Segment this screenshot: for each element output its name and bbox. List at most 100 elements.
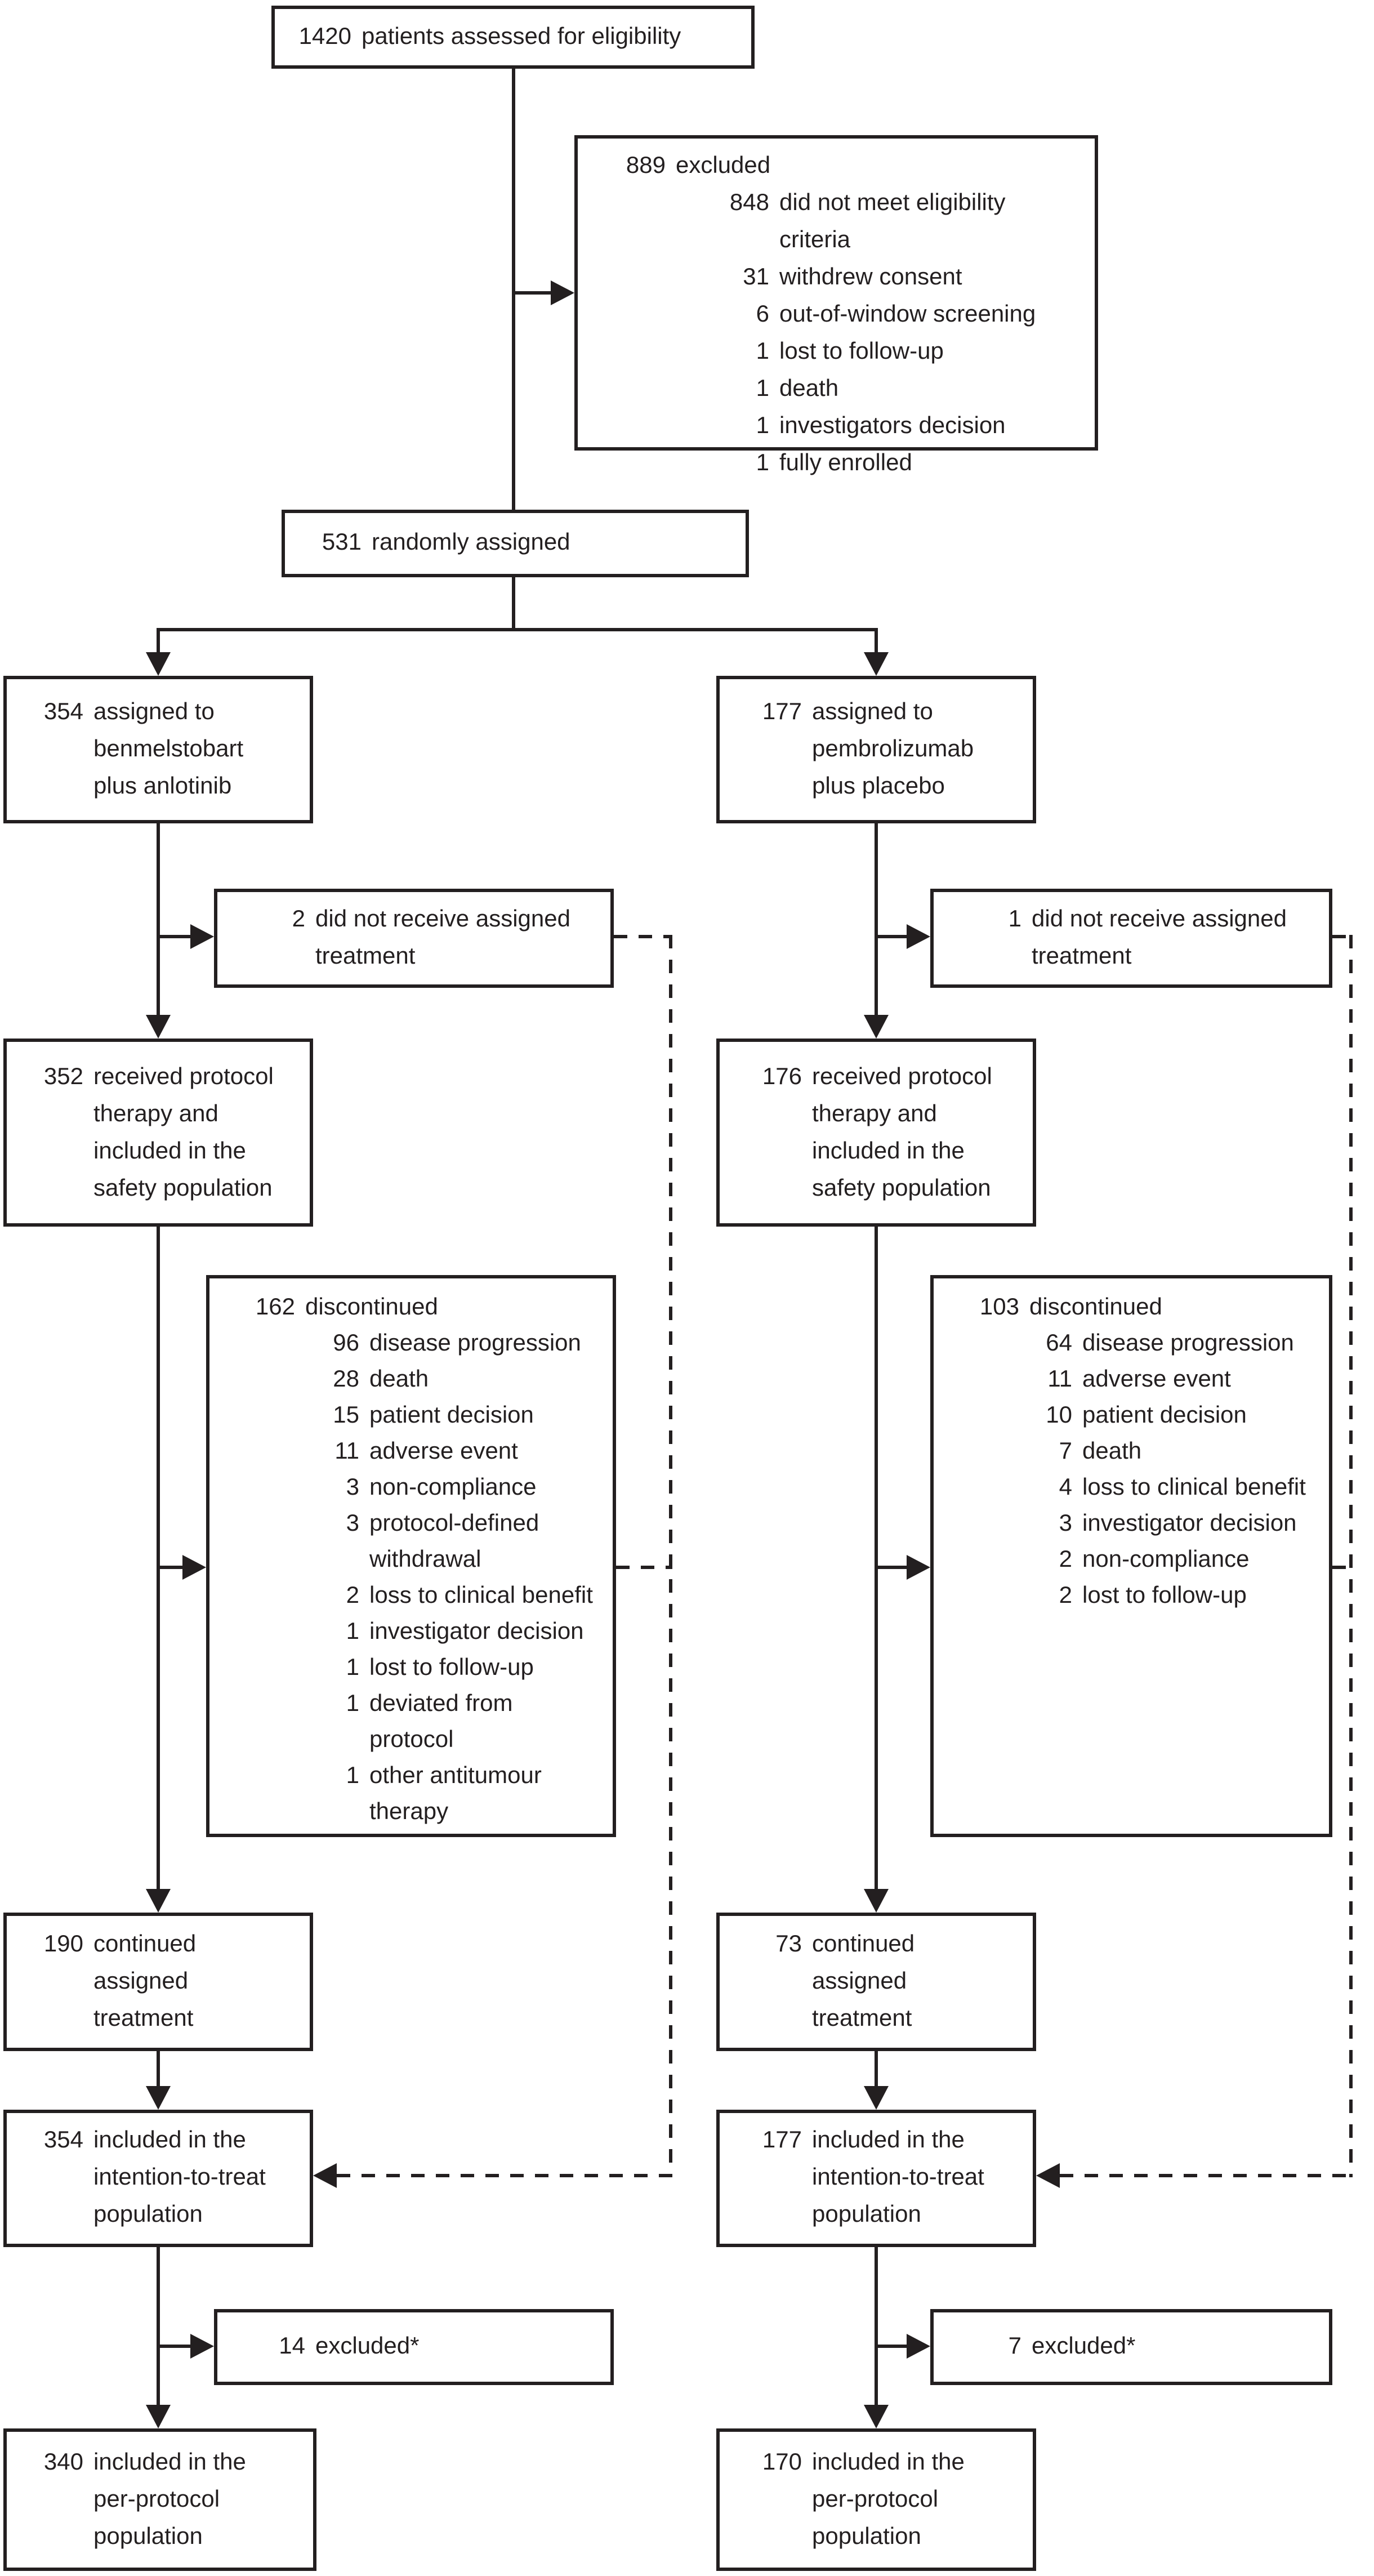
flow-label: lost to follow-up bbox=[1082, 1581, 1247, 1608]
arrowhead-into-discontinued-left bbox=[182, 1555, 206, 1580]
dashed-into-itt-right bbox=[1060, 2174, 1349, 2177]
connector-branch-right bbox=[875, 628, 878, 654]
connector-eligibility-to-randomised bbox=[512, 69, 515, 510]
dashed-from-not-received-right bbox=[1332, 935, 1353, 938]
flow-label: disease progression bbox=[369, 1329, 581, 1356]
flow-label: excluded* bbox=[315, 2332, 420, 2359]
flow-label: withdrew consent bbox=[779, 263, 962, 289]
box-excluded-star-right: 7 excluded* bbox=[930, 2309, 1332, 2385]
patient-count: 2 bbox=[1059, 1581, 1072, 1608]
flow-label: patients assessed for eligibility bbox=[362, 23, 681, 49]
patient-count: 889 bbox=[626, 151, 666, 178]
patient-count: 170 bbox=[762, 2448, 802, 2475]
arrowhead-into-per-protocol-right bbox=[864, 2405, 889, 2428]
patient-count: 531 bbox=[322, 528, 362, 555]
flow-row: 14 excluded* bbox=[251, 2327, 599, 2364]
box-per-protocol-left: 340 included in the per-protocol populat… bbox=[3, 2428, 316, 2571]
arrowhead-dashed-into-itt-left bbox=[313, 2163, 337, 2188]
dashed-from-discontinued-left bbox=[616, 1566, 672, 1569]
flow-row: 354 assigned to benmelstobart plus anlot… bbox=[29, 693, 298, 804]
patient-count: 177 bbox=[762, 2126, 802, 2152]
patient-count: 10 bbox=[1046, 1401, 1072, 1428]
connector-randomised-stem bbox=[512, 577, 515, 631]
flow-label: fully enrolled bbox=[779, 449, 912, 475]
patient-count: 1 bbox=[756, 375, 769, 401]
flow-row: 354 included in the intention-to-treat p… bbox=[29, 2121, 301, 2232]
arrowhead-into-continued-left bbox=[146, 1889, 171, 1913]
patient-count: 2 bbox=[1059, 1545, 1072, 1572]
flow-label: out-of-window screening bbox=[779, 300, 1036, 327]
patient-count: 2 bbox=[292, 905, 305, 932]
patient-count: 340 bbox=[43, 2448, 83, 2475]
flow-label: continued assigned treatment bbox=[93, 1930, 197, 2031]
flow-label: lost to follow-up bbox=[369, 1654, 534, 1680]
box-itt-left: 354 included in the intention-to-treat p… bbox=[3, 2110, 313, 2247]
arrowhead-into-continued-right bbox=[864, 1889, 889, 1913]
patient-count: 2 bbox=[346, 1581, 359, 1608]
arrowhead-into-assigned-left bbox=[146, 652, 171, 676]
patient-count: 1 bbox=[346, 1762, 359, 1788]
flow-label: included in the per-protocol population bbox=[93, 2448, 246, 2549]
box-continued-right: 73 continued assigned treatment bbox=[716, 1913, 1036, 2051]
patient-count: 28 bbox=[333, 1365, 359, 1392]
box-per-protocol-right: 170 included in the per-protocol populat… bbox=[716, 2428, 1036, 2571]
flow-label: death bbox=[369, 1365, 429, 1392]
box-assigned-right: 177 assigned to pembrolizumab plus place… bbox=[716, 676, 1036, 823]
flow-label: discontinued bbox=[305, 1293, 438, 1320]
patient-count: 354 bbox=[43, 698, 83, 724]
flow-label: deviated from protocol bbox=[369, 1690, 513, 1752]
box-continued-left: 190 continued assigned treatment bbox=[3, 1913, 313, 2051]
dashed-rail-left bbox=[669, 935, 672, 2177]
arrowhead-into-per-protocol-left bbox=[146, 2405, 171, 2428]
patient-count: 6 bbox=[756, 300, 769, 327]
arrowhead-into-discontinued-right bbox=[907, 1555, 930, 1580]
patient-count: 177 bbox=[762, 698, 802, 724]
flow-row: 352 received protocol therapy and includ… bbox=[29, 1058, 301, 1206]
patient-count: 7 bbox=[1059, 1437, 1072, 1464]
arrowhead-into-not-received-left bbox=[190, 924, 214, 949]
patient-count: 354 bbox=[43, 2126, 83, 2152]
dashed-from-discontinued-right bbox=[1332, 1566, 1353, 1569]
arrowhead-into-excluded-star-right bbox=[907, 2334, 930, 2359]
flow-label: investigator decision bbox=[369, 1617, 584, 1644]
patient-count: 73 bbox=[775, 1930, 802, 1956]
patient-count: 1 bbox=[1008, 905, 1021, 932]
flow-label: death bbox=[1082, 1437, 1142, 1464]
flow-label: assigned to pembrolizumab plus placebo bbox=[812, 698, 974, 799]
patient-count: 3 bbox=[346, 1509, 359, 1536]
patient-count: 848 bbox=[729, 189, 769, 215]
flow-label: other antitumour therapy bbox=[369, 1762, 542, 1824]
flow-label: patient decision bbox=[1082, 1401, 1247, 1428]
arrowhead-into-not-received-right bbox=[907, 924, 930, 949]
flow-label: disease progression bbox=[1082, 1329, 1294, 1356]
arrowhead-into-excluded-star-left bbox=[190, 2334, 214, 2359]
box-excluded-star-left: 14 excluded* bbox=[214, 2309, 614, 2385]
patient-count: 1 bbox=[346, 1690, 359, 1716]
flow-row: 7 excluded* bbox=[967, 2327, 1318, 2364]
flow-row: 889 excluded bbox=[612, 146, 1081, 184]
flow-row: 177 included in the intention-to-treat p… bbox=[748, 2121, 1024, 2232]
patient-count: 3 bbox=[1059, 1509, 1072, 1536]
flow-row: 190 continued assigned treatment bbox=[29, 1925, 301, 2036]
connector-to-excluded-star-left bbox=[157, 2345, 194, 2348]
patient-count: 352 bbox=[43, 1063, 83, 1089]
box-not-received-right: 1 did not receive assigned treatment bbox=[930, 889, 1332, 988]
connector-itt-to-per-protocol-right bbox=[875, 2247, 878, 2407]
arrowhead-into-excluded bbox=[551, 280, 574, 305]
flow-row: 2 lost to follow-up bbox=[965, 1577, 1319, 1613]
